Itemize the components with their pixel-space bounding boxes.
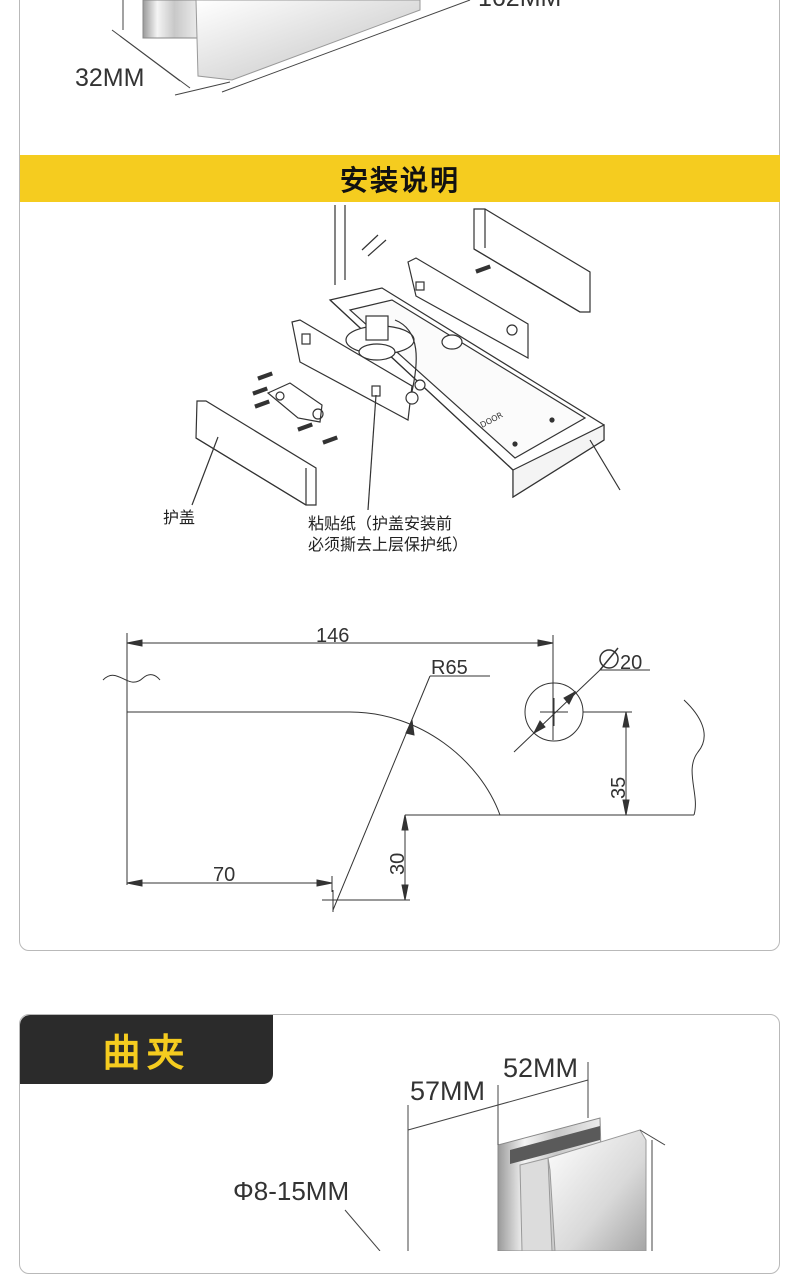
curved-clamp-tab: 曲夹 [20,1015,273,1084]
install-banner: 安装说明 [20,155,780,202]
curved-clamp-image [497,1117,647,1251]
install-title: 安装说明 [339,163,460,197]
glass-thickness-label: Φ8-15MM [233,1176,349,1206]
sticker-note-line1: 粘贴纸（护盖安装前 [308,514,452,533]
cover-label: 护盖 [163,508,195,527]
curved-clamp-dims [344,1062,666,1251]
dim-r65-label: R65 [431,657,468,679]
dim-52mm-label: 52MM [503,1053,578,1083]
top-product-image [111,0,471,96]
diameter-symbol-icon [599,647,619,671]
dim-70-label: 70 [213,864,235,886]
cutout-drawing [102,633,705,912]
sticker-note-line2: 必须撕去上层保护纸） [308,535,468,554]
dim-30-label: 30 [387,853,409,875]
install-exploded-diagram: DOOR [191,205,621,511]
dim-32mm-label: 32MM [75,64,144,92]
dim-57mm-label: 57MM [410,1076,485,1106]
curved-clamp-title: 曲夹 [102,1031,191,1075]
dim-162mm-label: 162MM [478,0,561,12]
dim-146-label: 146 [316,625,349,647]
dim-hole-label: 20 [620,652,642,674]
dim-35-label: 35 [608,777,630,799]
